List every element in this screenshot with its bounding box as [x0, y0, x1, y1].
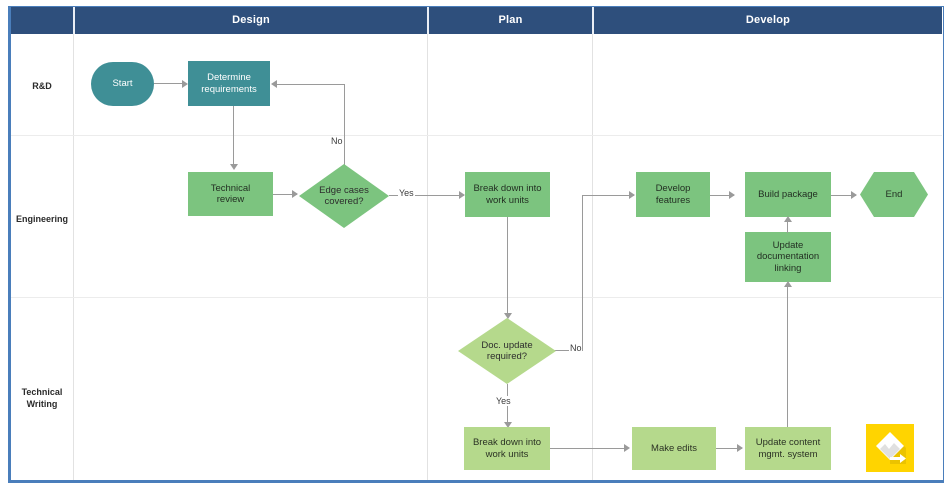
- arrowhead-docupdate-no-to-develop: [629, 191, 635, 199]
- node-edge-cases-label: Edge cases covered?: [299, 164, 389, 228]
- lane-label-technical-writing[interactable]: Technical Writing: [11, 386, 73, 410]
- arrowhead-breakdown-to-docupdate: [504, 313, 512, 319]
- phase-header-design[interactable]: Design: [232, 14, 270, 26]
- node-doc-update-line1: Doc. update: [481, 339, 533, 351]
- arrowhead-edgecases-yes: [459, 191, 465, 199]
- node-start-label: Start: [112, 78, 133, 90]
- edge-label-doc-update-yes: Yes: [495, 396, 512, 406]
- connector-edgecases-no-horizontal: [277, 84, 345, 86]
- app-logo[interactable]: [866, 424, 914, 472]
- connector-determine-to-techreview: [233, 106, 235, 167]
- grid-line-lane-column: [73, 34, 74, 480]
- header-separator-plan-develop: [592, 7, 594, 34]
- node-breakdown-engineering-line2: work units: [486, 194, 529, 206]
- node-breakdown-engineering[interactable]: Break down into work units: [465, 172, 550, 217]
- edge-label-doc-update-no: No: [569, 343, 583, 353]
- node-edge-cases-decision[interactable]: Edge cases covered?: [299, 164, 389, 228]
- edge-label-edge-cases-yes: Yes: [398, 188, 415, 198]
- node-update-documentation-linking-line1: Update: [772, 239, 804, 251]
- phase-header-band: [11, 7, 942, 34]
- grid-line-plan-develop: [592, 34, 593, 480]
- arrowhead-updatedoc-to-build: [784, 216, 792, 222]
- connector-breakdowntw-to-makeedits: [550, 448, 628, 450]
- connector-start-to-determine: [154, 83, 185, 85]
- node-breakdown-engineering-line1: Break down into: [473, 183, 542, 194]
- connector-techreview-to-edgecases: [273, 194, 297, 196]
- arrowhead-updatecms-to-updatedoc: [784, 281, 792, 287]
- connector-updatedoc-to-build: [787, 218, 789, 233]
- node-end[interactable]: End: [860, 172, 928, 217]
- connector-build-to-end: [831, 195, 856, 197]
- node-build-package-label: Build package: [758, 188, 818, 200]
- node-technical-review-line2: review: [216, 194, 245, 205]
- node-doc-update-decision[interactable]: Doc. update required?: [458, 318, 556, 384]
- node-make-edits-label: Make edits: [651, 442, 697, 454]
- connector-develop-to-build: [710, 195, 734, 197]
- node-determine-requirements-line2: requirements: [201, 83, 257, 95]
- node-breakdown-techwriting-line1: Break down into: [472, 437, 542, 448]
- node-update-content-mgmt-system[interactable]: Update content mgmt. system: [745, 427, 831, 470]
- node-build-package[interactable]: Build package: [745, 172, 831, 217]
- arrowhead-determine-to-techreview: [230, 164, 238, 170]
- node-update-content-mgmt-system-line1: Update content: [755, 437, 821, 448]
- arrowhead-docupdate-yes: [504, 422, 512, 428]
- node-determine-requirements[interactable]: Determine requirements: [188, 61, 270, 106]
- node-edge-cases-line1: Edge cases: [319, 184, 369, 196]
- phase-header-plan[interactable]: Plan: [498, 14, 523, 26]
- connector-docupdate-no-stub: [550, 350, 572, 352]
- grid-line-engineering-techwriting: [11, 297, 942, 298]
- node-technical-review-line1: Technical: [210, 182, 251, 194]
- node-doc-update-label: Doc. update required?: [458, 318, 556, 384]
- hexagon-shape-icon: [860, 172, 928, 217]
- arrowhead-build-to-end: [851, 191, 857, 199]
- node-update-documentation-linking-line2: documentation: [756, 251, 820, 263]
- lane-label-technical-writing-line1: Technical: [21, 387, 63, 397]
- arrowhead-develop-to-build: [729, 191, 735, 199]
- diamond-shape-icon: [458, 318, 556, 384]
- connector-edgecases-yes: [389, 195, 464, 197]
- node-develop-features-line1: Develop: [655, 183, 691, 194]
- grid-line-design-plan: [427, 34, 428, 480]
- arrowhead-breakdowntw-to-makeedits: [624, 444, 630, 452]
- connector-updatecms-to-updatedoc: [787, 283, 789, 429]
- arrowhead-techreview-to-edgecases: [292, 190, 298, 198]
- phase-header-develop[interactable]: Develop: [745, 14, 791, 26]
- lane-label-rd[interactable]: R&D: [32, 81, 52, 91]
- node-determine-requirements-line1: Determine: [207, 72, 251, 83]
- node-develop-features[interactable]: Develop features: [636, 172, 710, 217]
- node-update-documentation-linking[interactable]: Update documentation linking: [745, 232, 831, 282]
- node-update-content-mgmt-system-line2: mgmt. system: [758, 448, 818, 460]
- lane-label-engineering[interactable]: Engineering: [15, 214, 68, 224]
- lane-label-technical-writing-line2: Writing: [26, 399, 58, 409]
- node-technical-review[interactable]: Technical review: [188, 172, 273, 216]
- node-end-label: End: [885, 189, 903, 200]
- connector-edgecases-no-vertical: [344, 84, 346, 171]
- header-separator-lane-column: [73, 7, 75, 34]
- connector-docupdate-no-vertical: [582, 196, 584, 351]
- diamond-shape-icon: [299, 164, 389, 228]
- node-edge-cases-line2: covered?: [324, 196, 364, 207]
- arrowhead-edgecases-no: [271, 80, 277, 88]
- node-develop-features-line2: features: [655, 194, 691, 206]
- arrowhead-makeedits-to-updatecms: [737, 444, 743, 452]
- arrowhead-start-to-determine: [182, 80, 188, 88]
- node-make-edits[interactable]: Make edits: [632, 427, 716, 470]
- node-doc-update-line2: required?: [486, 351, 528, 362]
- edge-label-edge-cases-no: No: [330, 136, 344, 146]
- header-separator-design-plan: [427, 7, 429, 34]
- node-breakdown-techwriting[interactable]: Break down into work units: [464, 427, 550, 470]
- connector-makeedits-to-updatecms: [716, 448, 742, 450]
- lucidchart-logo-icon: [876, 432, 906, 464]
- grid-line-rd-engineering: [11, 135, 942, 136]
- node-breakdown-techwriting-line2: work units: [485, 448, 529, 460]
- node-update-documentation-linking-line3: linking: [774, 262, 802, 274]
- node-start[interactable]: Start: [91, 62, 154, 106]
- connector-breakdown-to-docupdate: [507, 217, 509, 317]
- connector-docupdate-no-horizontal: [582, 195, 634, 197]
